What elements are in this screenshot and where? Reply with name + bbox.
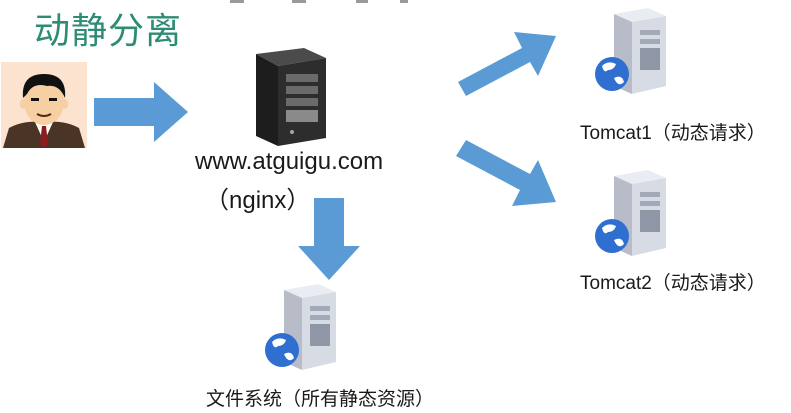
dark-server-icon [248, 48, 330, 148]
server-globe-icon-tomcat1 [592, 8, 672, 98]
arrow-nginx-to-tomcat2 [450, 136, 560, 216]
top-decoration [230, 0, 408, 3]
server-globe-icon-tomcat2 [592, 170, 672, 260]
filesystem-label: 文件系统（所有静态资源） [206, 389, 435, 410]
arrow-nginx-to-tomcat1 [450, 26, 558, 106]
server-globe-icon-filesystem [262, 284, 342, 374]
tomcat2-label: Tomcat2（动态请求） [580, 273, 766, 294]
diagram-title: 动静分离 [34, 11, 183, 52]
arrow-nginx-to-filesystem [298, 198, 362, 282]
proxy-host-label: www.atguigu.com [195, 148, 384, 175]
arrow-user-to-nginx [94, 82, 190, 142]
user-avatar-icon [1, 62, 87, 148]
proxy-type-label: （nginx） [205, 187, 311, 214]
tomcat1-label: Tomcat1（动态请求） [580, 123, 766, 144]
